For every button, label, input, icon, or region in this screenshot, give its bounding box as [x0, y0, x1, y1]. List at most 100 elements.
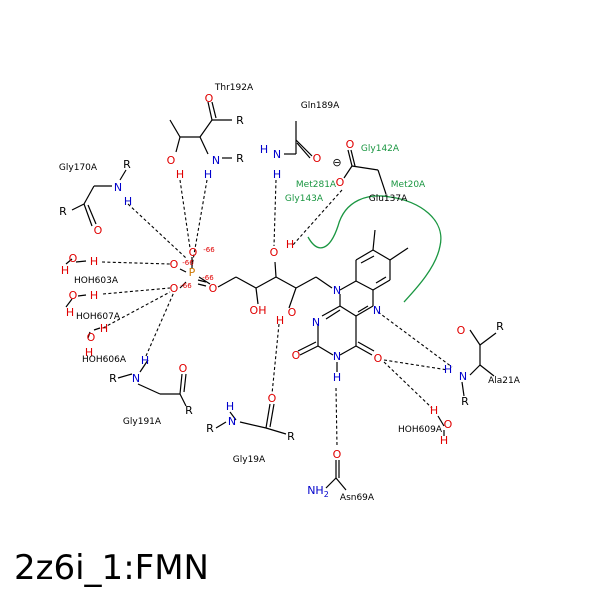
residue-label-gln189: Gln189A: [301, 101, 340, 111]
hoh606-o: O: [87, 331, 96, 344]
glu137-o2: O: [346, 138, 355, 151]
gly191-r2: R: [185, 404, 193, 417]
atom-labels: P O O O O -66 -66 -66 -66 OH O H O H N N…: [59, 92, 504, 499]
hbond-ala21-n5: [377, 311, 453, 368]
residue-label-met20: Met20A: [391, 180, 426, 190]
hoh603-o: O: [69, 252, 78, 265]
hydrophobic-contact-arc: [307, 195, 442, 303]
glu137-o: O: [336, 176, 345, 189]
phosphate-charge-label: -66: [203, 246, 215, 254]
gly191-h: H: [141, 354, 149, 367]
residue-label-met281: Met281A: [296, 180, 337, 190]
gly170-n: N: [114, 181, 122, 194]
residue-label-hoh603: HOH603A: [74, 276, 119, 286]
asn69-nh2: NH2: [307, 484, 329, 499]
hoh607-h2: H: [66, 306, 74, 319]
thr192-hydroxyl-o: O: [167, 154, 176, 167]
residue-label-gly143: Gly143A: [285, 194, 324, 204]
hoh603-h: H: [90, 255, 98, 268]
residue-label-gly191: Gly191A: [123, 417, 162, 427]
residue-bonds: [65, 101, 497, 491]
gly191-o: O: [179, 362, 188, 375]
flavin-n5: N: [373, 304, 381, 317]
gly19-n: N: [228, 415, 236, 428]
residue-labels: Thr192A Gln189A Gly170A Gly142A Met281A …: [59, 83, 521, 503]
flavin-o2: O: [292, 349, 301, 362]
residue-label-gly142: Gly142A: [361, 144, 400, 154]
hbond-hoh603: [101, 261, 171, 265]
gly170-r: R: [123, 158, 131, 171]
hbond-asn69: [335, 387, 338, 447]
ribityl-hydroxyl-h: H: [286, 238, 294, 251]
residue-label-asn69: Asn69A: [340, 493, 375, 503]
gly191-n: N: [132, 372, 140, 385]
thr192-amide-h: H: [204, 168, 212, 181]
ligand-title: 2z6i_1:FMN: [14, 548, 209, 588]
hbond-hoh606: [102, 291, 171, 329]
residue-label-gly170: Gly170A: [59, 163, 98, 173]
thr192-carbonyl-o: O: [205, 92, 214, 105]
phosphate-charge-label: -66: [202, 274, 214, 282]
phosphorus-atom: P: [189, 266, 196, 279]
residue-label-hoh606: HOH606A: [82, 355, 127, 365]
thr192-hydroxyl-h: H: [176, 168, 184, 181]
hoh609-h2: H: [440, 434, 448, 447]
flavin-n3: N: [333, 350, 341, 363]
thr192-r2: R: [236, 152, 244, 165]
residue-label-ala21: Ala21A: [488, 376, 521, 386]
phosphate-charge-label: -66: [182, 259, 194, 267]
gly170-h: H: [124, 195, 132, 208]
thr192-amide-n: N: [212, 154, 220, 167]
flavin-n1: N: [312, 316, 320, 329]
gln189-n: N: [273, 148, 281, 161]
flavin-n10: N: [333, 284, 341, 297]
ribityl-hydroxyl-o: O: [288, 306, 297, 319]
residue-label-thr192: Thr192A: [214, 83, 254, 93]
gly19-h: H: [226, 400, 234, 413]
thr192-r: R: [236, 114, 244, 127]
hbond-gln189: [273, 179, 277, 247]
residue-label-glu137: Glu137A: [369, 194, 408, 204]
phosphate-charge-label: -66: [180, 282, 192, 290]
ribityl-hydroxyl: OH: [250, 304, 267, 317]
hbond-gly191: [145, 291, 175, 357]
glu137-charge: ⊖: [332, 156, 341, 169]
gly170-o: O: [94, 224, 103, 237]
ala21-n: N: [459, 370, 467, 383]
phosphate-ester-oxygen: O: [209, 282, 218, 295]
hbond-hoh607: [102, 287, 171, 295]
gly191-r: R: [109, 372, 117, 385]
hoh606-h2: H: [85, 346, 93, 359]
asn69-o: O: [333, 448, 342, 461]
hbond-gly19: [271, 323, 280, 395]
hbond-ala21-o4: [383, 359, 449, 371]
hoh606-h: H: [100, 322, 108, 335]
flavin-o4: O: [374, 352, 383, 365]
hbond-thr192-oh: [179, 179, 191, 249]
residue-label-gly19: Gly19A: [233, 455, 266, 465]
phosphate-oxygen-left: O: [170, 258, 179, 271]
gly19-r2: R: [287, 430, 295, 443]
hoh607-o: O: [69, 289, 78, 302]
ala21-r2: R: [461, 395, 469, 408]
ala21-h: H: [444, 363, 452, 376]
hoh609-o: O: [444, 418, 453, 431]
ala21-r: R: [496, 320, 504, 333]
ribityl-hydroxyl-o: O: [270, 246, 279, 259]
hbond-glu137: [291, 189, 343, 247]
flavin-n3-hydrogen: H: [333, 371, 341, 384]
gly170-r2: R: [59, 205, 67, 218]
gly19-o: O: [268, 392, 277, 405]
hoh607-h: H: [90, 289, 98, 302]
hoh603-h2: H: [61, 264, 69, 277]
gln189-h: H: [260, 143, 268, 156]
phosphate-oxygen-bottom: O: [170, 282, 179, 295]
hydrogen-bonds: [101, 179, 453, 447]
hbond-thr192-nh: [191, 179, 208, 267]
residue-label-hoh607: HOH607A: [76, 312, 121, 322]
hbond-gly170-op: [127, 203, 187, 259]
fmn-ligand-bonds: [179, 229, 409, 372]
ribityl-hydroxyl-h: H: [276, 314, 284, 327]
gln189-nh-h: H: [273, 168, 281, 181]
